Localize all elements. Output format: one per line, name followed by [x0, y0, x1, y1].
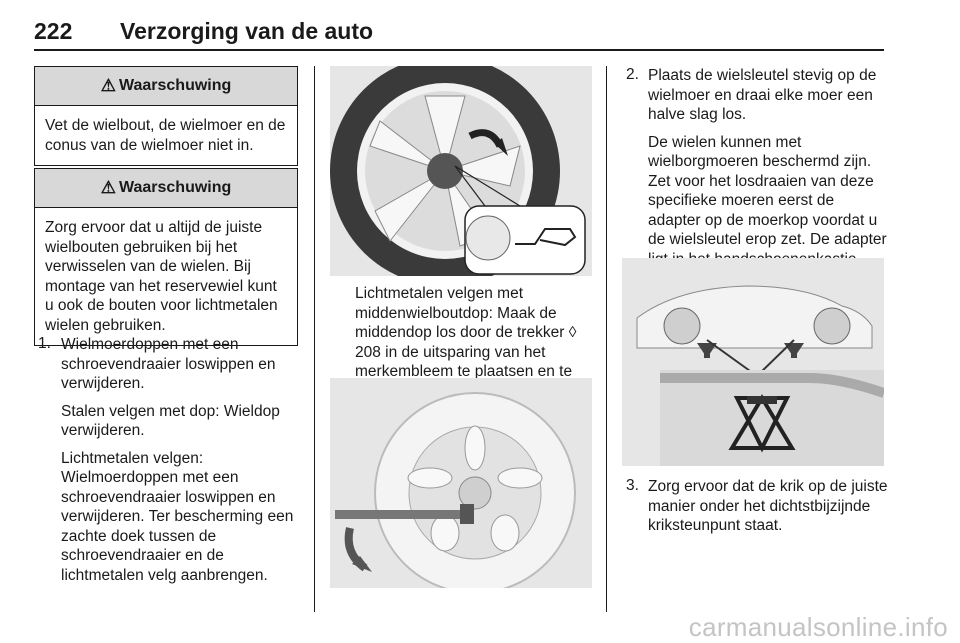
figure-center-cap — [330, 66, 592, 276]
step-paragraph: Plaats de wielsleutel stevig op de wielm… — [648, 67, 877, 123]
step-number: 2. — [626, 66, 639, 83]
step-content: Zorg ervoor dat de krik op de juiste man… — [648, 477, 888, 544]
warning-box: ⚠ Waarschuwing Zorg ervoor dat u altijd … — [34, 168, 298, 346]
figure-car-jack — [622, 258, 884, 466]
figure-wheel-wrench — [330, 378, 592, 588]
caption-text: Lichtmetalen velgen met middenwielboutdo… — [355, 285, 569, 341]
step-content: Plaats de wielsleutel stevig op de wielm… — [648, 66, 888, 277]
warning-text: Zorg ervoor dat u altijd de juiste wielb… — [45, 219, 278, 334]
column-divider-left — [314, 66, 315, 612]
step-paragraph: Zorg ervoor dat de krik op de juiste man… — [648, 478, 888, 534]
warning-title: Waarschuwing — [118, 179, 232, 196]
step-paragraph: Lichtmetalen velgen: Wielmoerdoppen met … — [61, 449, 294, 584]
warning-triangle-icon: ⚠ — [100, 178, 116, 197]
watermark: carmanualsonline.info — [688, 612, 948, 642]
step-paragraph: De wielen kunnen met wielborgmoeren besc… — [648, 133, 887, 268]
warning-header: ⚠ Waarschuwing — [35, 67, 297, 106]
warning-header: ⚠ Waarschuwing — [35, 169, 297, 208]
warning-text: Vet de wielbout, de wielmoer en de conus… — [45, 117, 286, 154]
warning-triangle-icon: ⚠ — [100, 76, 116, 95]
step-paragraph: Stalen velgen met dop: Wieldop verwijder… — [61, 402, 280, 440]
wheel-wrench-illustration — [335, 392, 576, 588]
step-number: 3. — [626, 477, 639, 494]
warning-box: ⚠ Waarschuwing Vet de wielbout, de wielm… — [34, 66, 298, 166]
header-rule — [34, 49, 884, 51]
page-number: 222 — [34, 18, 73, 44]
step-content: Wielmoerdoppen met een schroevendraaier … — [61, 335, 301, 593]
warning-title: Waarschuwing — [118, 77, 232, 94]
car-jack-illustration — [636, 285, 884, 466]
step-number: 1. — [38, 335, 51, 352]
step-paragraph: Wielmoerdoppen met een schroevendraaier … — [61, 336, 276, 392]
page-title: Verzorging van de auto — [120, 18, 374, 44]
page-reference-icon: ◊ — [568, 324, 577, 341]
wheel-cap-illustration — [330, 66, 586, 276]
column-divider-right — [606, 66, 607, 612]
